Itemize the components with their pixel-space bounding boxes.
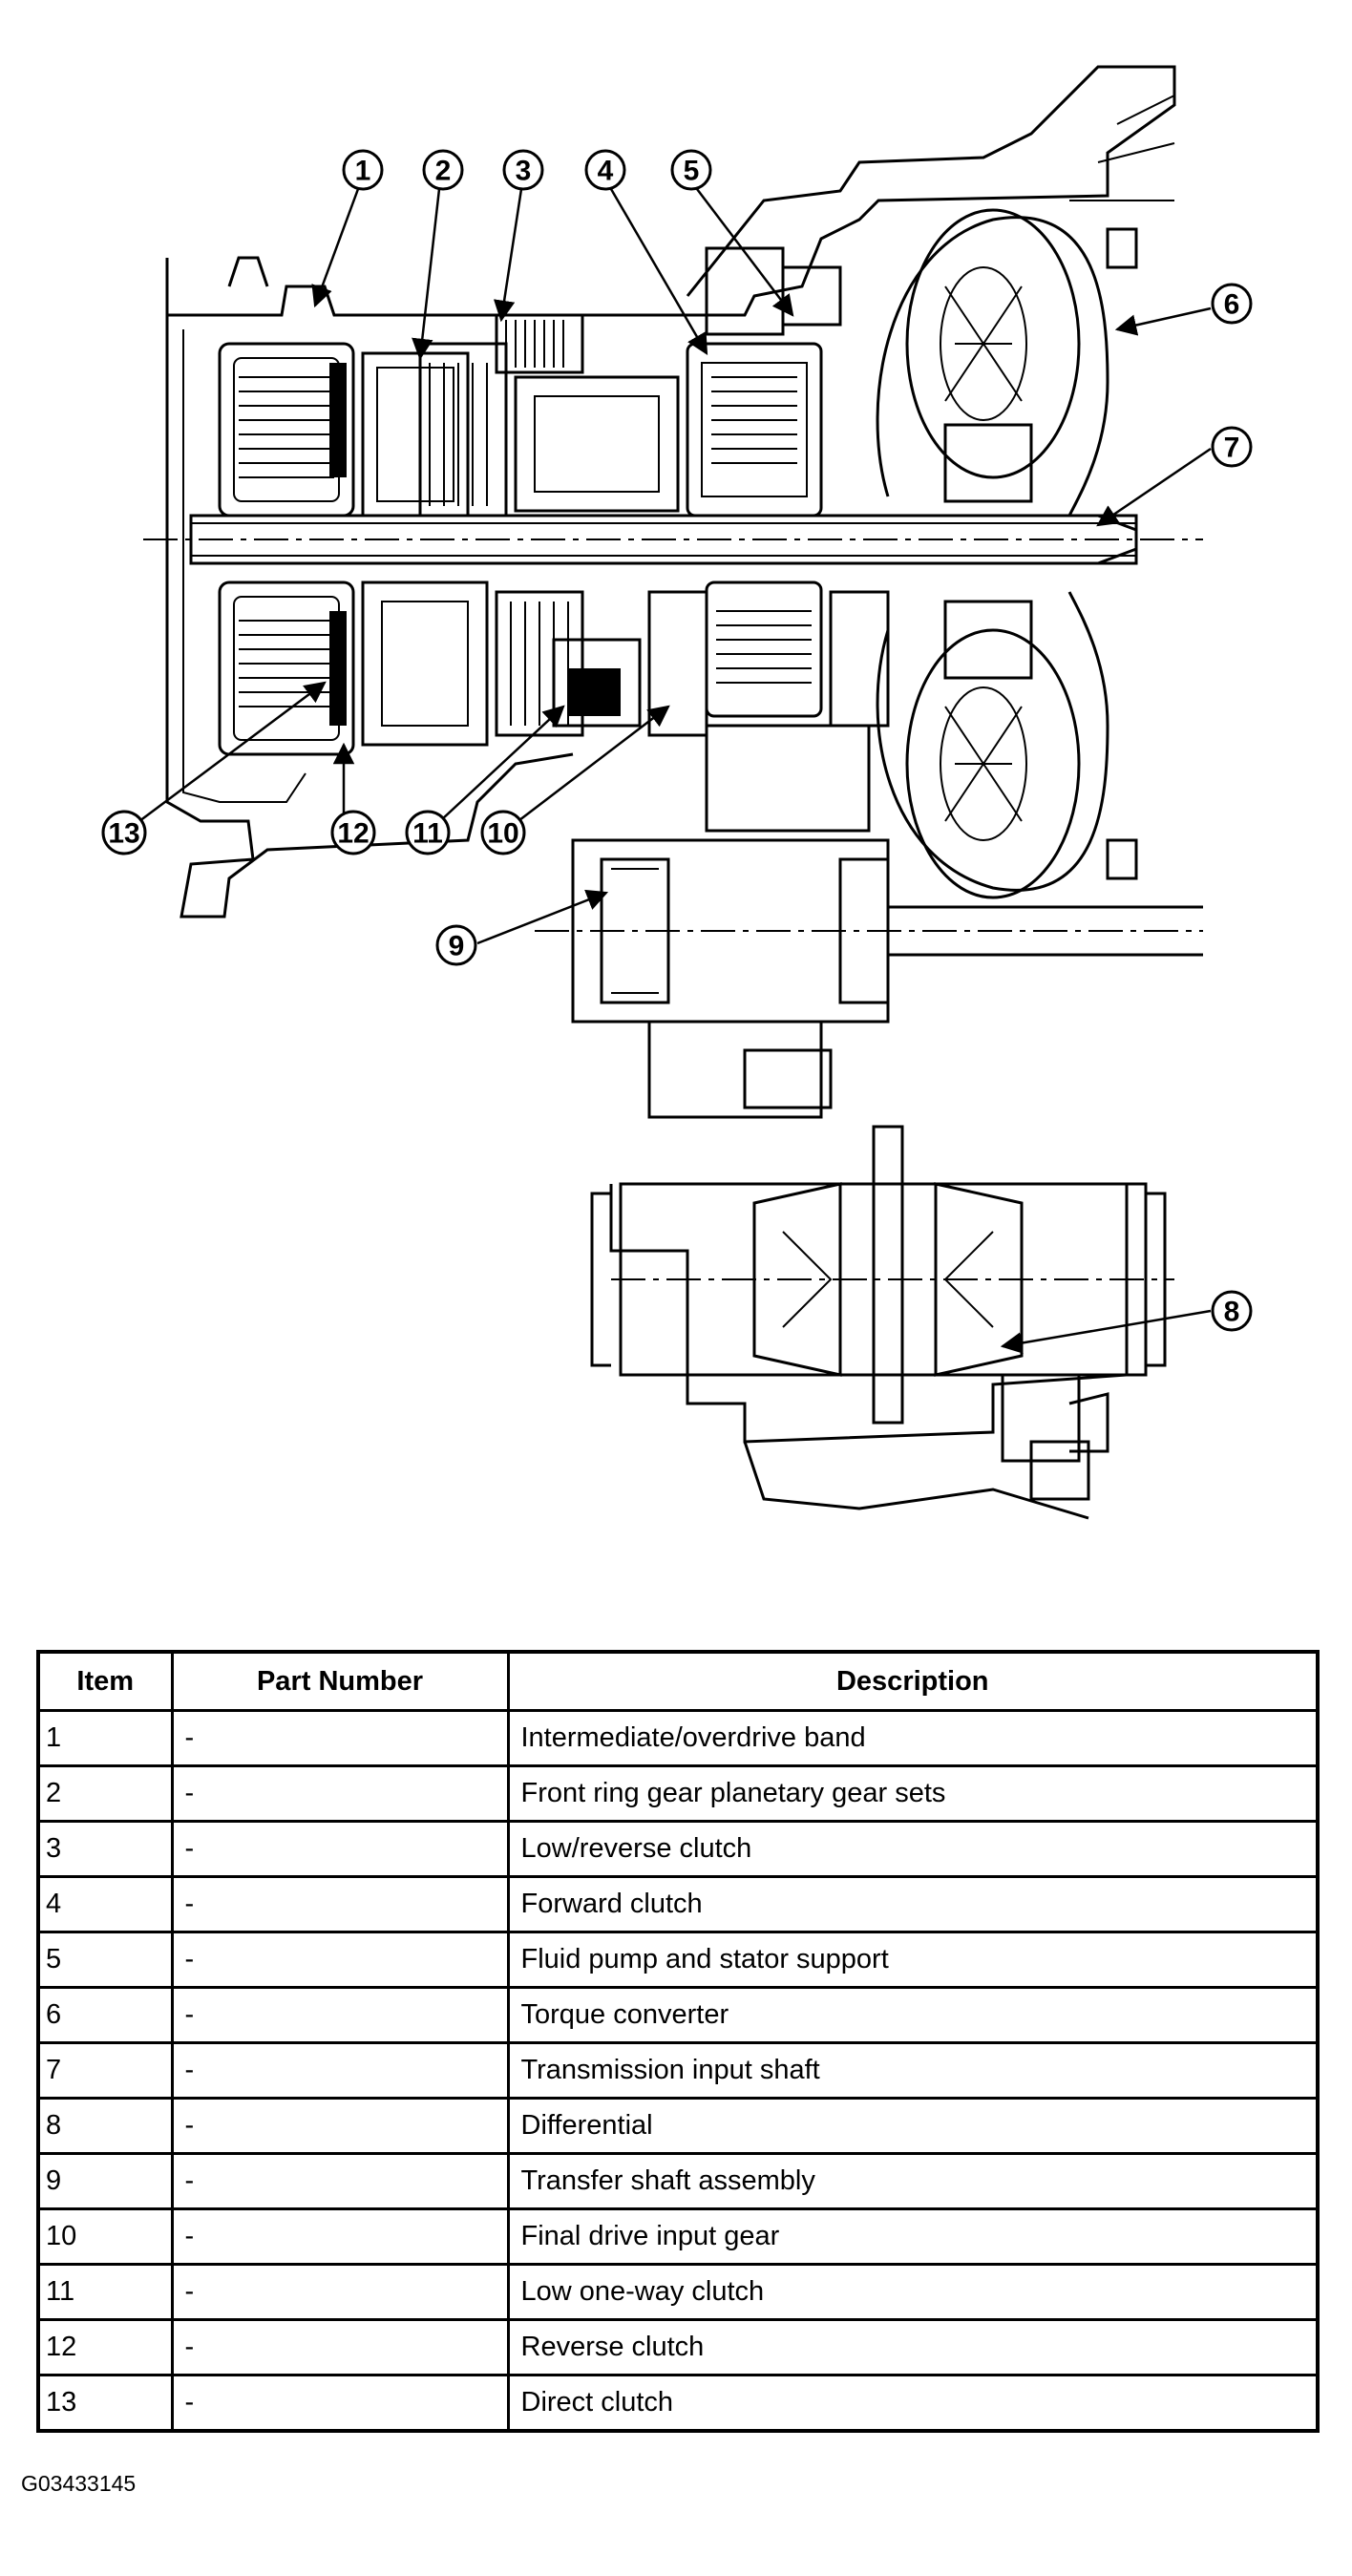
table-row: 3-Low/reverse clutch [36,1820,1320,1878]
callout-10: 10 [480,810,526,855]
callout-label: 1 [355,156,371,187]
callout-1: 1 [342,149,384,191]
diagram-svg: 1 2 3 4 5 6 7 8 9 10 11 12 [101,65,1253,1520]
transfer-shaft [535,724,1203,1119]
callout-label: 3 [516,156,532,187]
table-row: 11-Low one-way clutch [36,2263,1320,2321]
cell-description: Final drive input gear [506,2207,1320,2266]
cell-part-number: - [170,1820,510,1878]
cell-item: 12 [36,2318,174,2376]
cell-part-number: - [170,2152,510,2210]
header-description: Description [506,1650,1320,1712]
table-row: 4-Forward clutch [36,1875,1320,1933]
cell-item: 13 [36,2374,174,2433]
callout-label: 10 [487,818,518,850]
table-row: 2-Front ring gear planetary gear sets [36,1764,1320,1823]
transmission-cross-section-diagram: 1 2 3 4 5 6 7 8 9 10 11 12 [101,65,1253,1520]
parts-table: Item Part Number Description 1-Intermedi… [36,1650,1320,2433]
table-row: 12-Reverse clutch [36,2318,1320,2376]
table-row: 8-Differential [36,2097,1320,2155]
header-item: Item [36,1650,174,1712]
cell-item: 7 [36,2041,174,2100]
callout-label: 11 [412,818,443,850]
table-row: 5-Fluid pump and stator support [36,1931,1320,1989]
clutch-packs-upper [218,246,842,517]
differential [590,1125,1174,1520]
cell-item: 8 [36,2097,174,2155]
callout-label: 6 [1224,289,1240,321]
table-row: 9-Transfer shaft assembly [36,2152,1320,2210]
cell-description: Torque converter [506,1986,1320,2044]
cell-item: 2 [36,1764,174,1823]
cell-part-number: - [170,1764,510,1823]
callout-label: 12 [337,818,369,850]
header-part-number: Part Number [170,1650,510,1712]
cell-part-number: - [170,2041,510,2100]
cell-part-number: - [170,2097,510,2155]
callout-2: 2 [422,149,464,191]
cell-part-number: - [170,2207,510,2266]
cell-description: Transmission input shaft [506,2041,1320,2100]
callout-11: 11 [405,810,451,855]
callout-label: 9 [449,931,465,962]
cell-item: 9 [36,2152,174,2210]
cell-description: Front ring gear planetary gear sets [506,1764,1320,1823]
cell-description: Intermediate/overdrive band [506,1709,1320,1767]
callout-5: 5 [670,149,712,191]
cell-item: 5 [36,1931,174,1989]
cell-item: 6 [36,1986,174,2044]
callout-12: 12 [330,810,376,855]
table-row: 7-Transmission input shaft [36,2041,1320,2100]
cell-description: Fluid pump and stator support [506,1931,1320,1989]
figure-id: G03433145 [21,2471,137,2496]
callout-6: 6 [1211,283,1253,325]
cell-description: Differential [506,2097,1320,2155]
callout-label: 5 [684,156,700,187]
cell-part-number: - [170,1986,510,2044]
cell-part-number: - [170,1875,510,1933]
input-shaft [143,514,1203,565]
callout-3: 3 [502,149,544,191]
clutch-packs-lower [218,581,890,756]
cell-item: 1 [36,1709,174,1767]
table-row: 13-Direct clutch [36,2374,1320,2433]
callout-label: 4 [598,156,614,187]
table-row: 1-Intermediate/overdrive band [36,1709,1320,1767]
cell-part-number: - [170,1931,510,1989]
callout-4: 4 [584,149,626,191]
cell-part-number: - [170,2318,510,2376]
cell-item: 11 [36,2263,174,2321]
cell-part-number: - [170,2374,510,2433]
table-header-row: Item Part Number Description [36,1650,1320,1712]
cell-description: Transfer shaft assembly [506,2152,1320,2210]
cell-item: 10 [36,2207,174,2266]
callout-7: 7 [1211,426,1253,468]
leader-lines [123,188,1212,1354]
callout-9: 9 [435,924,477,966]
callout-8: 8 [1211,1290,1253,1332]
cell-item: 3 [36,1820,174,1878]
cell-description: Reverse clutch [506,2318,1320,2376]
cell-description: Low/reverse clutch [506,1820,1320,1878]
cell-description: Direct clutch [506,2374,1320,2433]
cell-part-number: - [170,2263,510,2321]
table-row: 6-Torque converter [36,1986,1320,2044]
torque-converter [876,208,1138,899]
callout-label: 13 [108,818,139,850]
cell-part-number: - [170,1709,510,1767]
callout-label: 8 [1224,1297,1240,1328]
cell-item: 4 [36,1875,174,1933]
cell-description: Forward clutch [506,1875,1320,1933]
callout-label: 7 [1224,433,1240,464]
callout-13: 13 [101,810,147,855]
table-row: 10-Final drive input gear [36,2207,1320,2266]
callout-label: 2 [435,156,452,187]
cell-description: Low one-way clutch [506,2263,1320,2321]
